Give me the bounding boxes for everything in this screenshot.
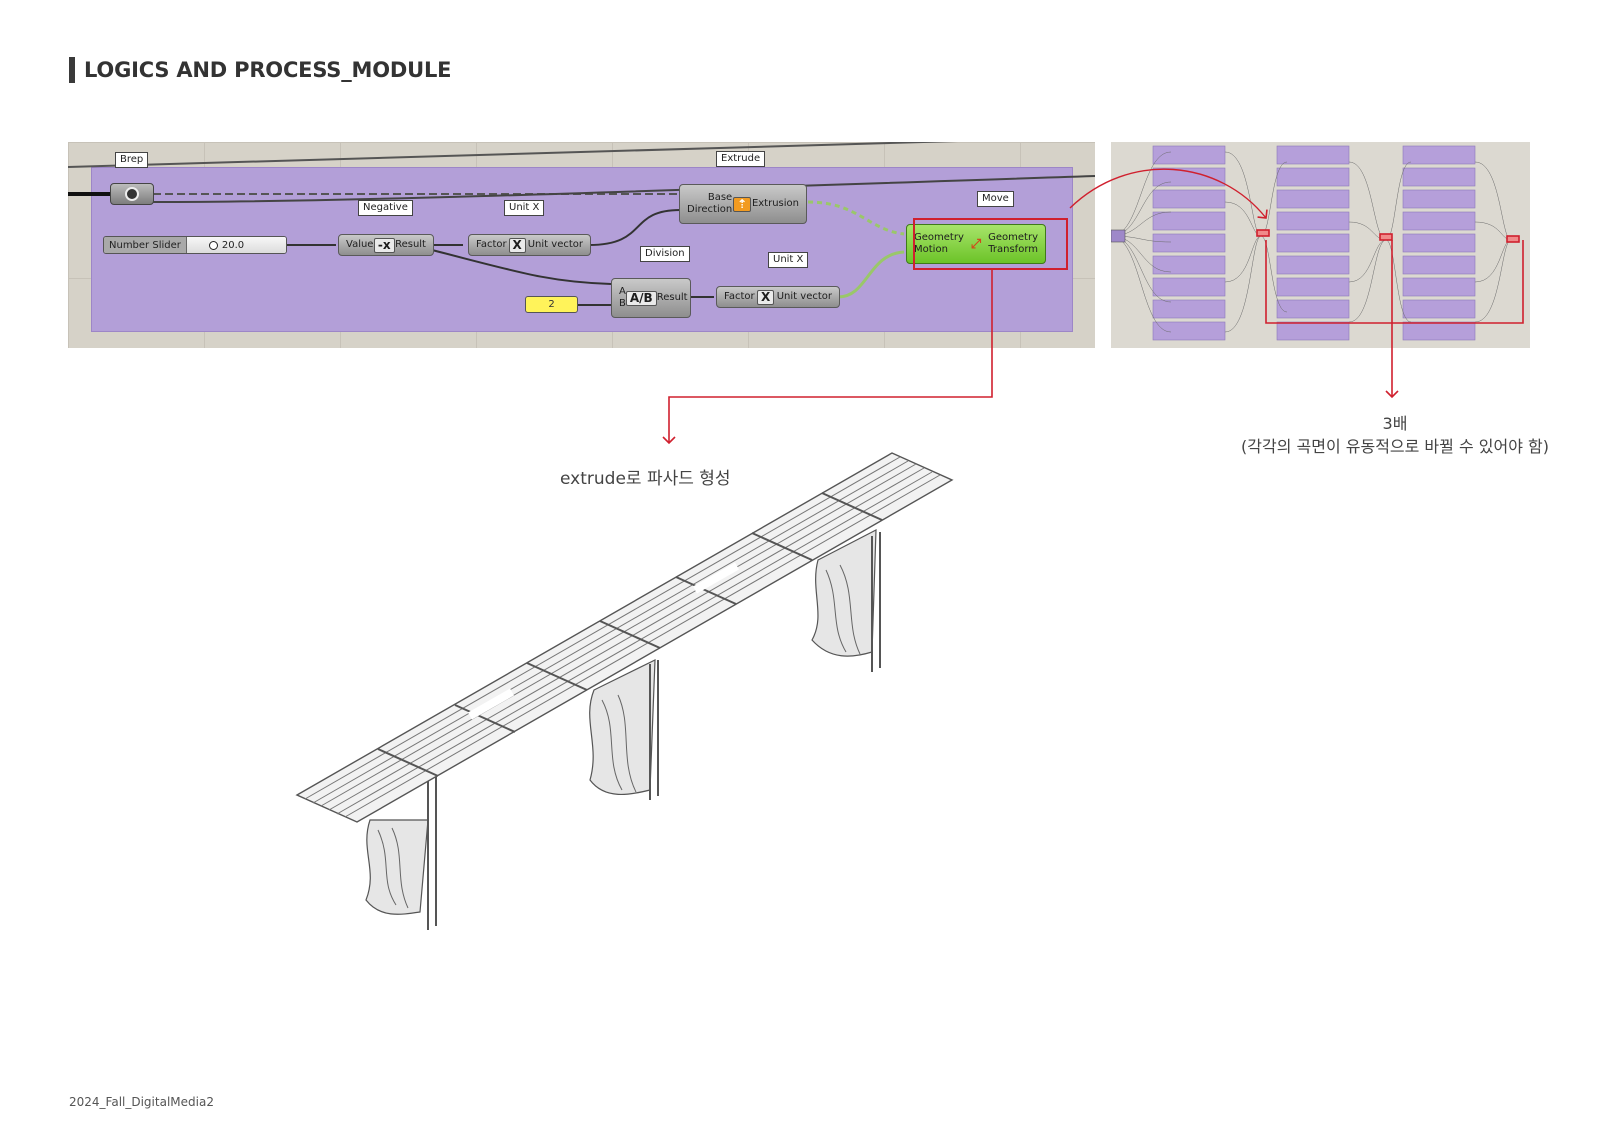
unit-x-tag-1: Unit X	[504, 200, 545, 216]
unit-x-1-output: Unit vector	[527, 239, 583, 250]
slider-knob[interactable]	[208, 240, 218, 250]
move-arrow-icon: ⤢	[970, 236, 982, 252]
extrude-base-input: Base	[707, 192, 733, 203]
unit-x-1-icon: X	[508, 237, 526, 253]
module-openings	[468, 562, 739, 720]
triple-caption: 3배 (각각의 곡면이 유동적으로 바뀔 수 있어야 함)	[1200, 412, 1590, 458]
slider-track[interactable]: 20.0	[186, 237, 286, 253]
negative-input: Value	[346, 239, 374, 250]
move-geometry-output: Geometry	[988, 232, 1038, 243]
negative-icon: -x	[373, 237, 395, 253]
unit-x-tag-2: Unit X	[768, 252, 809, 268]
extrude-direction-input: Direction	[687, 204, 733, 215]
unit-x-1-input: Factor	[476, 239, 507, 250]
page-title: LOGICS AND PROCESS_MODULE	[69, 57, 451, 83]
slider-label: Number Slider	[104, 237, 187, 253]
facade-panels	[365, 528, 877, 915]
facade-panel-2	[589, 659, 656, 796]
move-motion-input: Motion	[914, 244, 948, 255]
division-b-input: B	[619, 298, 626, 309]
extrude-caption: extrude로 파사드 형성	[560, 469, 731, 489]
module-crossbeams	[377, 492, 883, 777]
move-geometry-input: Geometry	[914, 232, 964, 243]
background-wire	[68, 142, 959, 168]
move-tag: Move	[977, 191, 1014, 207]
number-slider[interactable]: Number Slider 20.0	[103, 236, 287, 254]
extrude-component[interactable]: Base Direction ⇡ Extrusion	[679, 184, 807, 224]
brep-long-wire	[152, 175, 1095, 203]
extrude-tag: Extrude	[716, 151, 766, 167]
unit-x-component-1[interactable]: Factor X Unit vector	[468, 234, 591, 256]
facade-curves	[377, 564, 861, 909]
move-component[interactable]: Geometry Motion ⤢ Geometry Transform	[906, 224, 1046, 264]
negative-tag: Negative	[358, 200, 413, 216]
negative-output: Result	[395, 239, 426, 250]
division-tag: Division	[640, 246, 690, 262]
brep-icon	[125, 187, 139, 201]
module-top-frame	[295, 452, 954, 823]
slider-value: 20.0	[221, 239, 245, 251]
division-icon: A/B	[625, 290, 657, 306]
unitx-to-direction-wire	[588, 209, 681, 246]
module-posts	[427, 532, 881, 930]
triple-caption-line-2: (각각의 곡면이 유동적으로 바뀔 수 있어야 함)	[1241, 437, 1549, 456]
module-slats	[304, 456, 941, 818]
negative-to-division-wire	[431, 249, 612, 285]
negative-component[interactable]: Value -x Result	[338, 234, 434, 256]
number-panel[interactable]: 2	[525, 296, 578, 313]
brep-tag: Brep	[115, 152, 149, 168]
move-transform-output: Transform	[988, 244, 1038, 255]
overview-input-block	[1111, 229, 1126, 243]
extrude-icon: ⇡	[733, 196, 752, 212]
division-a-input: A	[619, 286, 626, 297]
panel-value: 2	[548, 299, 555, 310]
facade-panel-3	[811, 528, 877, 657]
overview-move-markers	[1256, 229, 1520, 243]
triple-caption-line-1: 3배	[1382, 414, 1408, 433]
extrude-output: Extrusion	[751, 198, 799, 209]
extrusion-to-move-wire	[807, 200, 905, 236]
facade-panel-1	[365, 819, 429, 915]
brep-param[interactable]	[110, 183, 154, 205]
move-highlight-box	[913, 218, 1068, 270]
page-footer: 2024_Fall_DigitalMedia2	[69, 1095, 214, 1109]
